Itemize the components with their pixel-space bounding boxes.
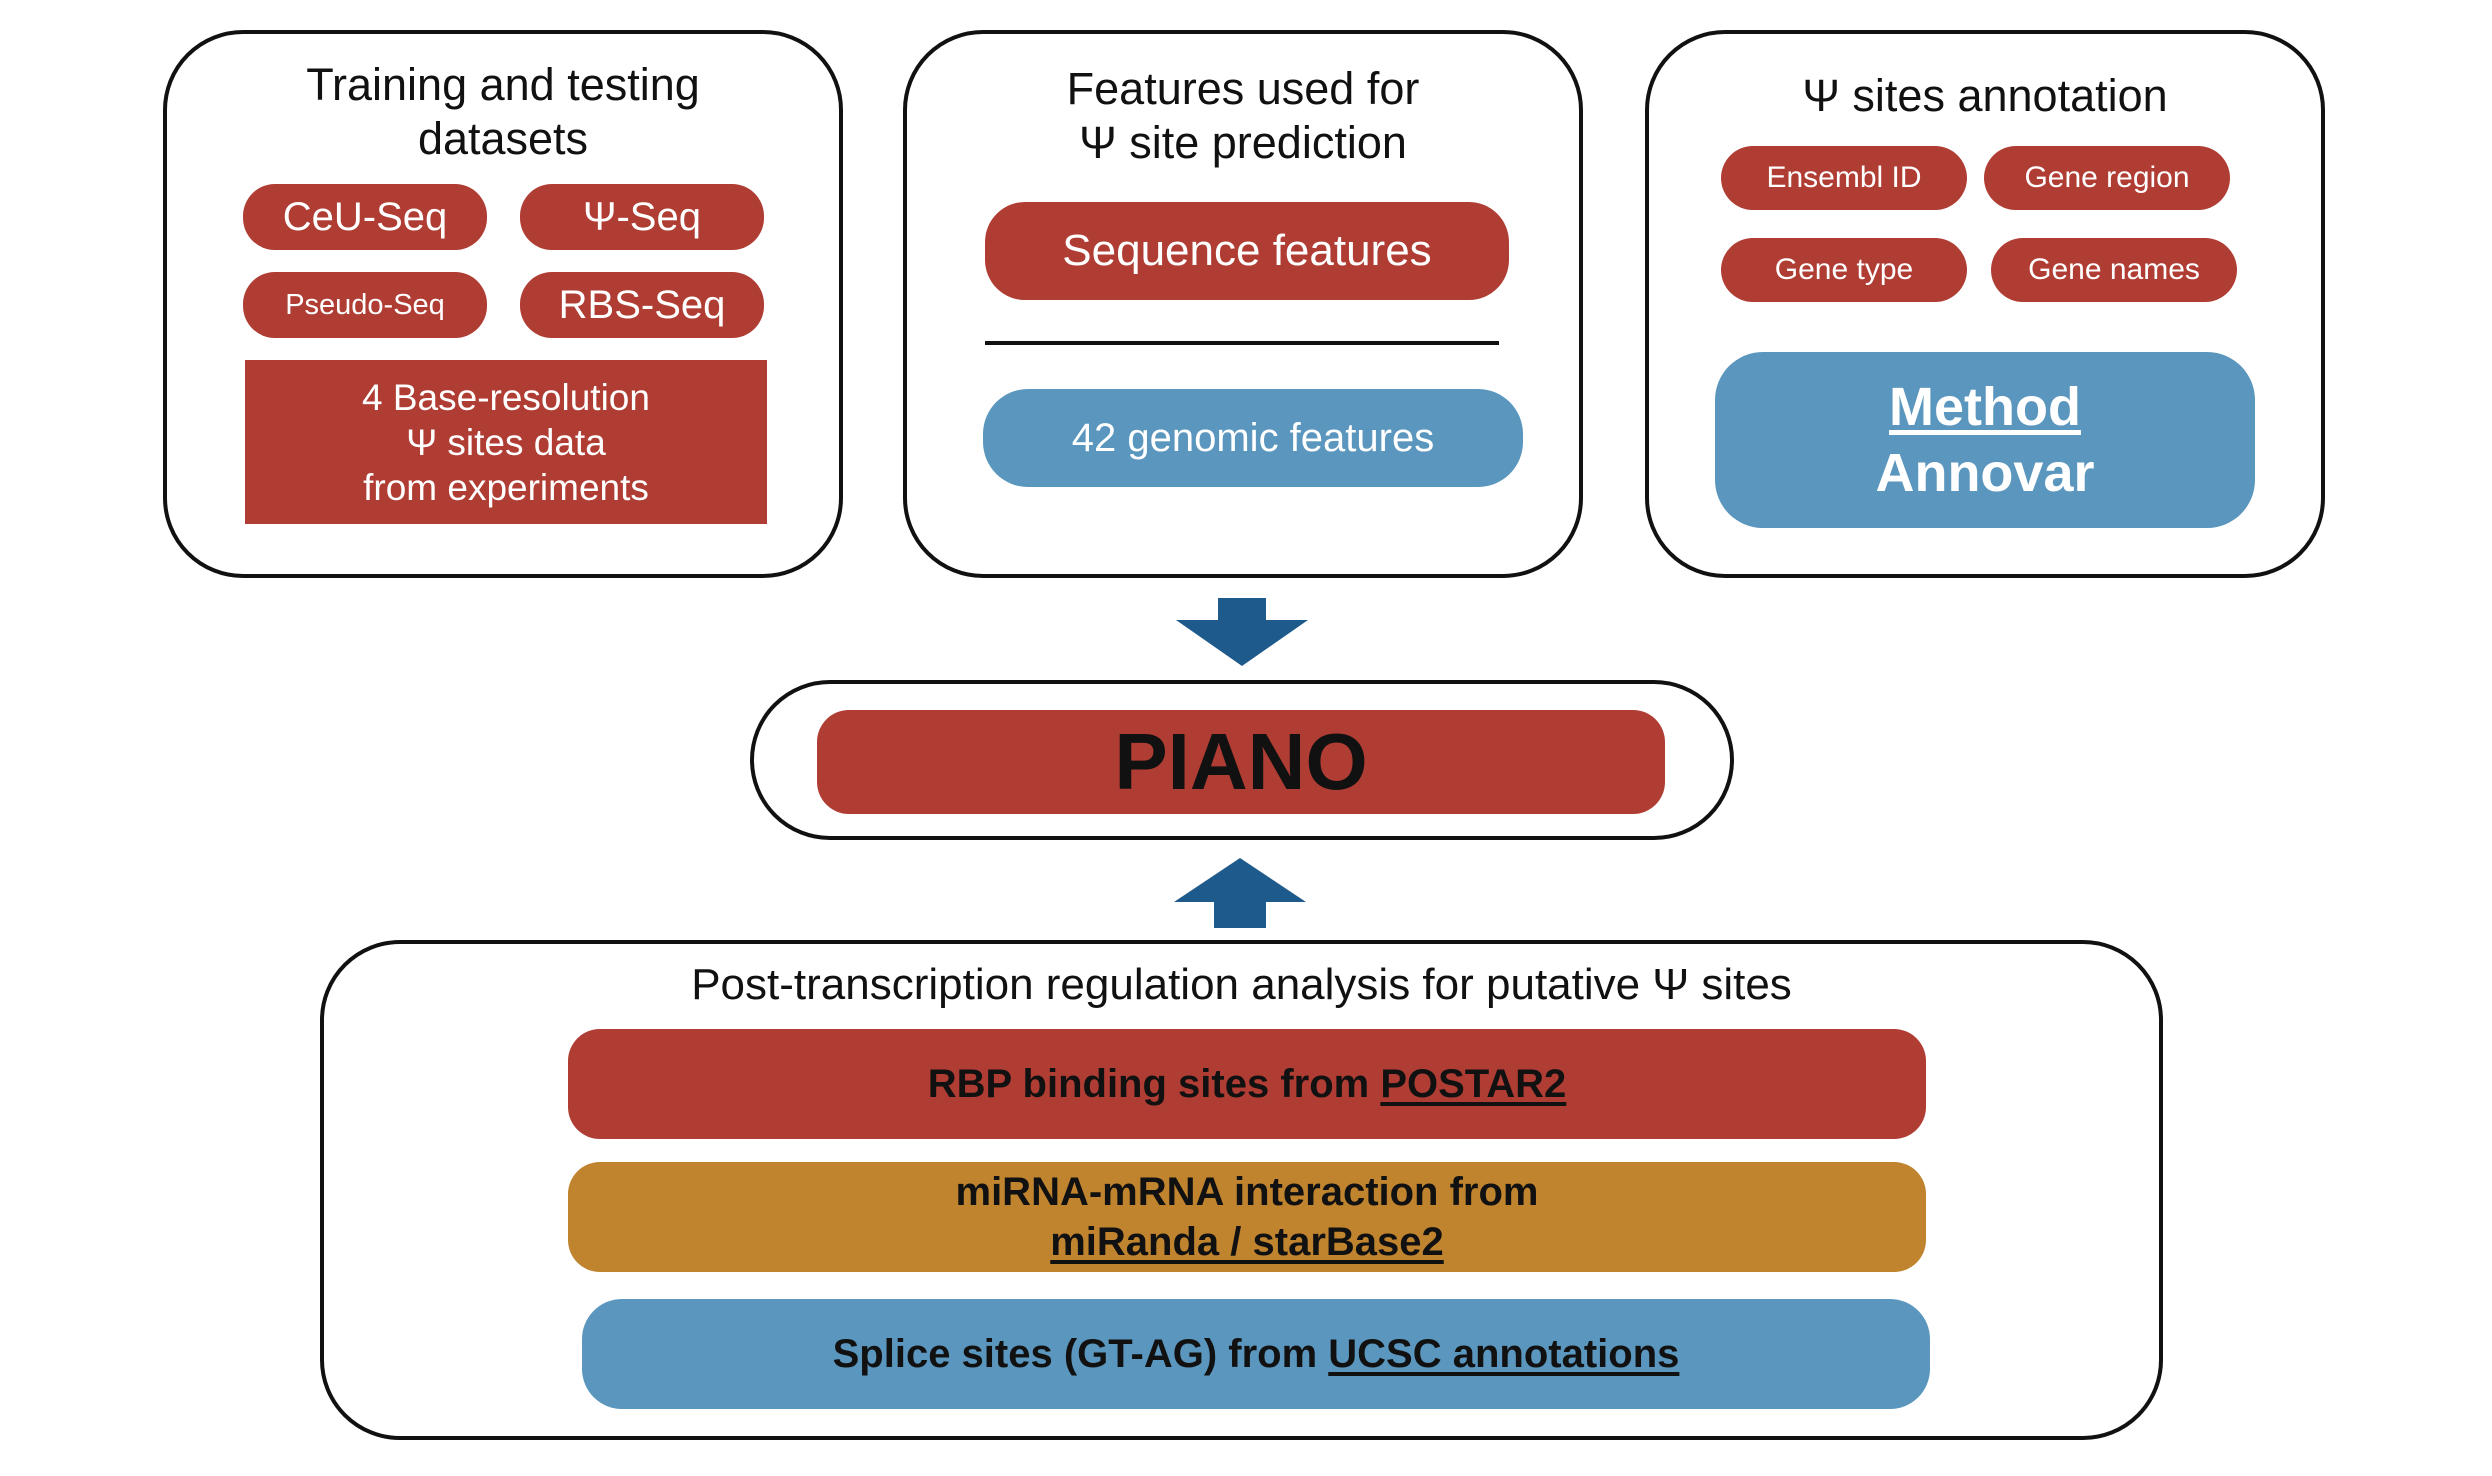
analysis-title: Post-transcription regulation analysis f… <box>691 960 1792 1009</box>
sequence-features-box: Sequence features <box>985 202 1509 300</box>
tag-gene-names: Gene names <box>1991 238 2237 302</box>
rbp-prefix: RBP binding sites from <box>927 1061 1381 1106</box>
features-title-line1: Features used for <box>1066 63 1420 114</box>
analysis-panel: Post-transcription regulation analysis f… <box>320 940 2163 1440</box>
tag-ceu-seq: CeU-Seq <box>243 184 487 250</box>
method-link[interactable]: Method <box>1889 377 2081 437</box>
annotation-panel: Ψ sites annotation Ensembl ID Gene regio… <box>1645 30 2325 578</box>
tag-psi-seq: Ψ-Seq <box>520 184 764 250</box>
splice-prefix: Splice sites (GT-AG) from <box>832 1331 1329 1376</box>
datasets-title-line2: datasets <box>417 113 589 164</box>
splice-sites-box: Splice sites (GT-AG) from UCSC annotatio… <box>582 1299 1930 1409</box>
datasets-panel: Training and testing datasets CeU-Seq Ψ-… <box>163 30 843 578</box>
summary-line2: Ψ sites data <box>406 421 606 463</box>
postar2-link[interactable]: POSTAR2 <box>1380 1061 1567 1106</box>
arrow-up-icon <box>1174 858 1306 928</box>
tag-gene-region: Gene region <box>1984 146 2230 210</box>
summary-line3: from experiments <box>363 466 649 508</box>
datasets-title-line1: Training and testing <box>306 59 700 110</box>
genomic-features-box: 42 genomic features <box>983 389 1523 487</box>
piano-label: PIANO <box>817 710 1665 814</box>
summary-line1: 4 Base-resolution <box>362 376 650 418</box>
tag-gene-type: Gene type <box>1721 238 1967 302</box>
annotation-title: Ψ sites annotation <box>1802 70 2168 121</box>
features-divider <box>985 341 1499 345</box>
piano-panel: PIANO <box>750 680 1734 840</box>
method-annovar-box: Method Annovar <box>1715 352 2255 528</box>
rbp-binding-box: RBP binding sites from POSTAR2 <box>568 1029 1926 1139</box>
annovar-label: Annovar <box>1875 443 2095 503</box>
tag-pseudo-seq: Pseudo-Seq <box>243 272 487 338</box>
features-panel: Features used for Ψ site prediction Sequ… <box>903 30 1583 578</box>
miranda-starbase2-link[interactable]: miRanda / starBase2 <box>1050 1220 1444 1264</box>
mirna-line1: miRNA-mRNA interaction from <box>955 1170 1539 1214</box>
arrow-down-icon <box>1176 598 1308 666</box>
tag-rbs-seq: RBS-Seq <box>520 272 764 338</box>
tag-ensembl-id: Ensembl ID <box>1721 146 1967 210</box>
mirna-interaction-box: miRNA-mRNA interaction from miRanda / st… <box>568 1162 1926 1272</box>
base-resolution-summary: 4 Base-resolution Ψ sites data from expe… <box>245 360 767 524</box>
features-title-line2: Ψ site prediction <box>1079 117 1407 168</box>
ucsc-annotations-link[interactable]: UCSC annotations <box>1328 1331 1680 1376</box>
